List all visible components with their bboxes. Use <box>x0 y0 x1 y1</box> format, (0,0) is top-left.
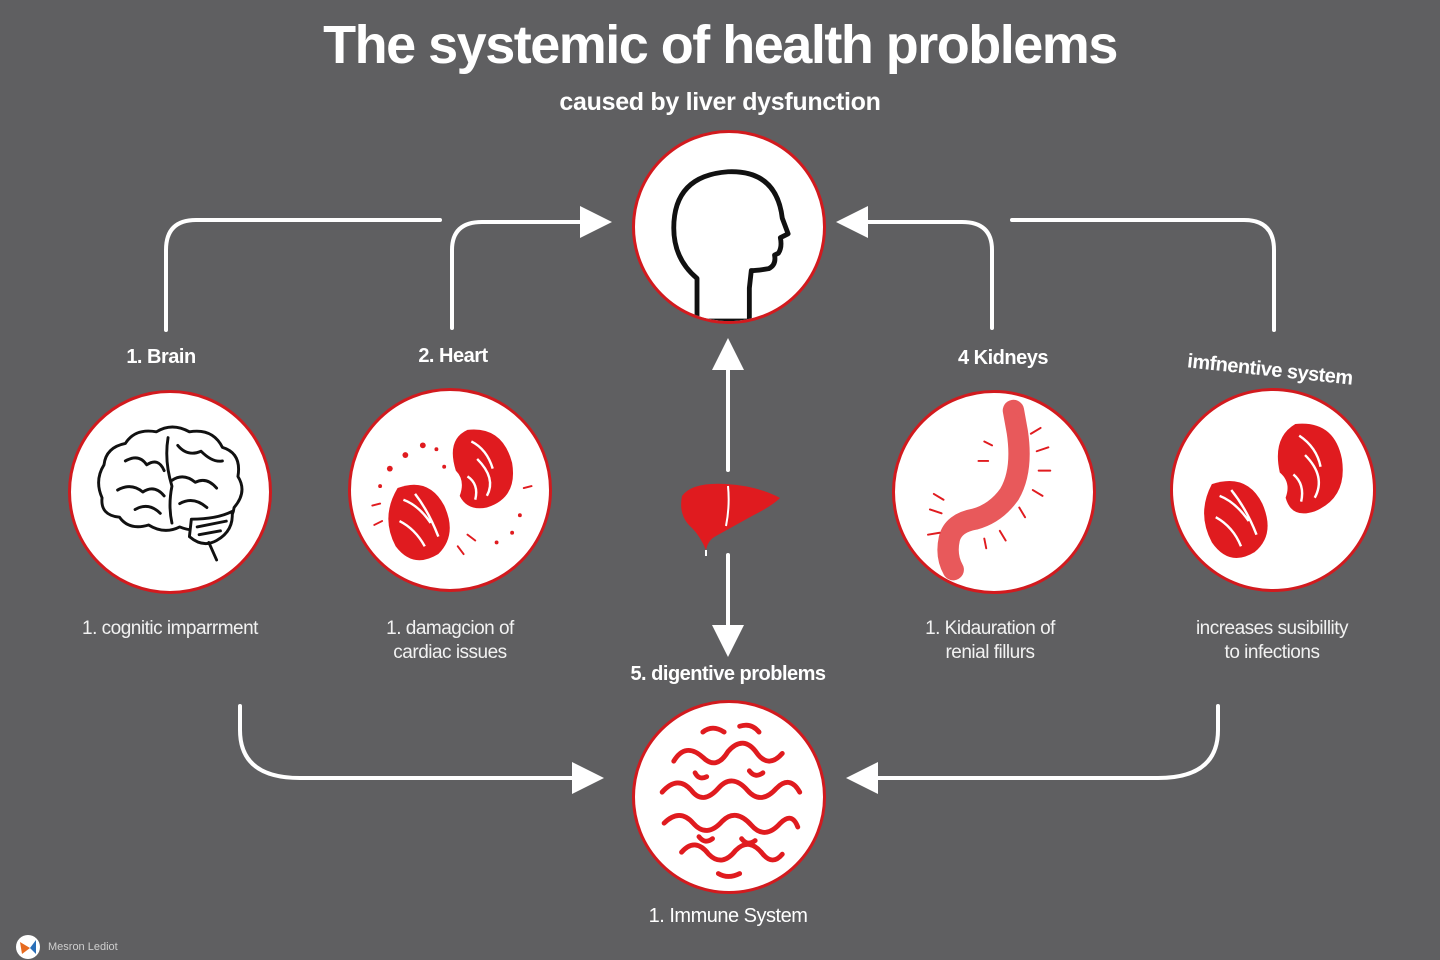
brain-icon <box>97 425 244 562</box>
label-brain: 1. Brain <box>126 346 196 368</box>
desc-heart-line-1: 1. damagcion of <box>386 618 514 639</box>
arrow-brain-to-intestine <box>238 704 604 794</box>
desc-brain-line-1: 1. cognitic imparrment <box>82 618 258 639</box>
head-node <box>632 130 826 324</box>
label-immune-bottom: 1. Immune System <box>648 905 808 927</box>
desc-heart: 1. damagcion of cardiac issues <box>340 617 560 665</box>
desc-kidneys-line-1: 1. Kidauration of <box>925 618 1055 639</box>
arrow-heart-to-head <box>450 206 612 330</box>
label-kidneys: 4 Kidneys <box>958 347 1048 369</box>
label-heart: 2. Heart <box>418 345 488 367</box>
arrow-brain-to-head <box>164 218 442 332</box>
intestine-icon <box>659 722 803 879</box>
kidney-pair-icon <box>1204 423 1343 559</box>
immune-right-node <box>1170 388 1376 592</box>
immune-bottom-node <box>632 700 826 894</box>
desc-immune-right-line-1: increases susibillity <box>1195 618 1349 639</box>
desc-immune-right: increases susibillity to infections <box>1160 617 1384 665</box>
heart-node <box>348 388 552 592</box>
desc-immune-right-line-2: to infections <box>1224 642 1320 663</box>
page-title: The systemic of health problems <box>323 15 1118 75</box>
stomach-icon <box>927 399 1052 581</box>
brain-node <box>68 390 272 594</box>
label-digestive: 5. digentive problems <box>630 663 826 685</box>
arrow-kidneys-to-head <box>836 206 994 330</box>
desc-kidneys: 1. Kidauration of renial fillurs <box>880 617 1100 665</box>
page-subtitle: caused by liver dysfunction <box>559 88 881 116</box>
head-profile-icon <box>671 169 791 321</box>
desc-kidneys-line-2: renial fillurs <box>945 642 1035 663</box>
liver-icon <box>681 483 780 556</box>
arrow-immune-to-intestine <box>846 704 1220 794</box>
footer-brand: Mesron Lediot <box>14 934 118 960</box>
brand-logo-icon <box>16 935 40 959</box>
kidneys-node <box>892 390 1096 594</box>
arrow-immune-to-head <box>1010 218 1276 332</box>
desc-heart-line-2: cardiac issues <box>393 642 507 663</box>
desc-brain: 1. cognitic imparrment <box>50 617 290 641</box>
footer-brand-text: Mesron Lediot <box>48 941 118 953</box>
kidney-pair-icon <box>371 429 533 561</box>
